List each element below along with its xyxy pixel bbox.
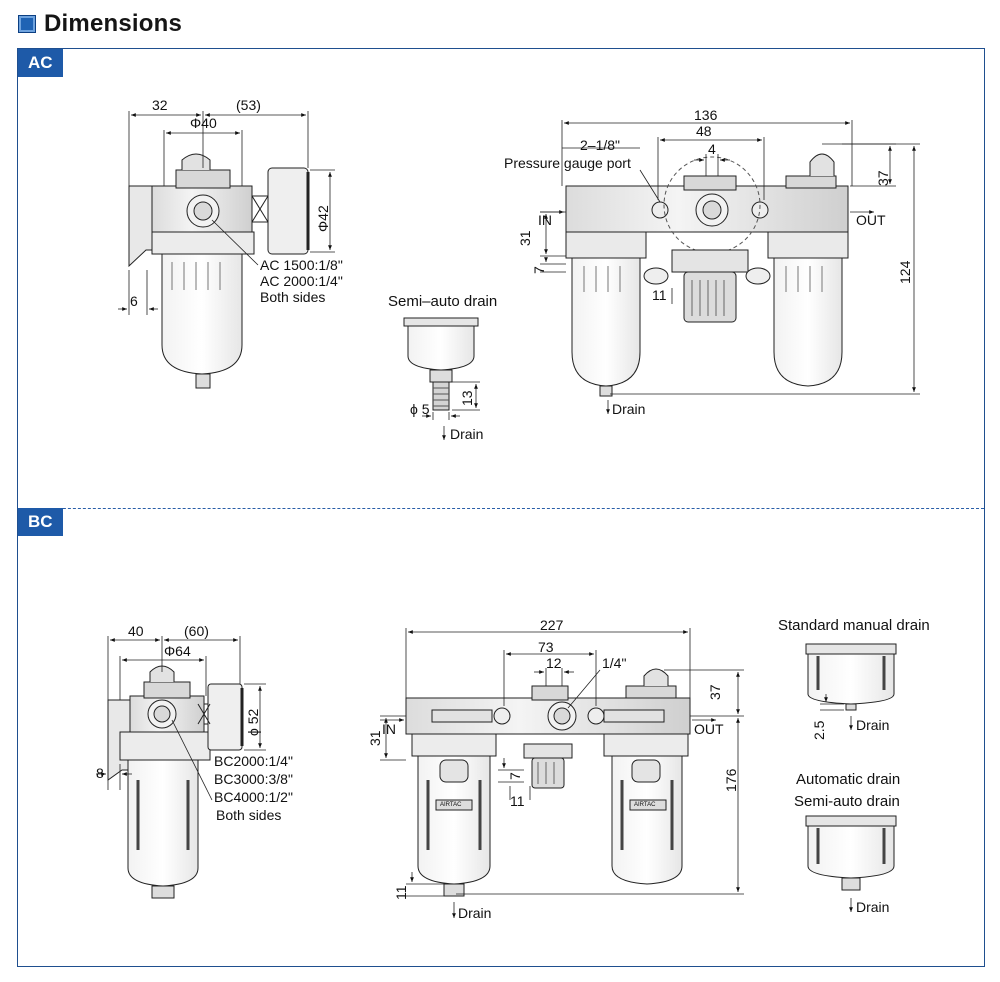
ac-semi-drain: Drain [450, 426, 483, 442]
ac-semi-auto-drain [403, 317, 479, 411]
bc-dim-7: 7 [507, 772, 523, 780]
ac-dim-2-18: 2–1/8" [580, 137, 620, 153]
bc-dim-11a: 11 [510, 793, 525, 809]
bc-dim-14: 1/4" [602, 655, 626, 671]
bc-port-line4: Both sides [216, 807, 281, 823]
bc-auto-drain-label: Drain [856, 899, 889, 915]
bc-dim-8: 8 [96, 765, 104, 781]
bc-auto-drain-title1: Automatic drain [796, 771, 900, 788]
ac-dim-d42: Φ42 [315, 205, 331, 232]
ac-side-view [128, 153, 310, 389]
ac-pressure-port: Pressure gauge port [504, 155, 631, 171]
bc-dim-d64: Φ64 [164, 643, 191, 659]
ac-port-line2: AC 2000:1/4" [260, 273, 343, 289]
ac-in-label: IN [538, 212, 552, 228]
bc-auto-drain-title2: Semi-auto drain [794, 793, 900, 810]
bc-front-drain: Drain [458, 905, 491, 921]
bc-port-line3: BC4000:1/2" [214, 789, 293, 805]
bc-dim-12: 12 [546, 655, 562, 671]
bc-dim-40: 40 [128, 623, 144, 639]
bc-auto-drain [805, 815, 897, 891]
dimensions-frame [17, 48, 985, 967]
ac-dim-d5: ϕ 5 [410, 401, 430, 417]
bc-dim-176: 176 [723, 768, 739, 792]
bc-front-dimensions [380, 628, 744, 918]
bc-dim-227: 227 [540, 617, 564, 633]
bc-port-line2: BC3000:3/8" [214, 771, 293, 787]
ac-dim-37: 37 [875, 170, 891, 186]
ac-port-line3: Both sides [260, 289, 325, 305]
ac-front-dimensions [540, 120, 920, 414]
ac-dim-6: 6 [130, 293, 138, 309]
bc-side-view [107, 665, 244, 899]
bc-in-label: IN [382, 721, 396, 737]
ac-dim-136: 136 [694, 107, 718, 123]
ac-out-label: OUT [856, 212, 886, 228]
ac-side-dimensions [118, 111, 335, 315]
ac-dim-11: 11 [652, 287, 667, 303]
bc-front-view [405, 668, 691, 897]
ac-dim-53: (53) [236, 97, 261, 113]
ac-dim-13: 13 [459, 390, 475, 406]
bc-dim-2-5: 2.5 [811, 720, 827, 740]
bc-dim-60: (60) [184, 623, 209, 639]
bc-side-dimensions [96, 636, 266, 801]
ac-dim-32: 32 [152, 97, 168, 113]
bc-dim-73: 73 [538, 639, 554, 655]
ac-dim-d40: Φ40 [190, 115, 217, 131]
ac-semi-auto-title: Semi–auto drain [388, 293, 497, 310]
bc-right-logo: AIRTAC [634, 802, 656, 808]
bc-section-tag: BC [18, 508, 63, 536]
ac-dim-4: 4 [708, 141, 716, 157]
bc-dim-37: 37 [707, 684, 723, 700]
bc-left-logo: AIRTAC [440, 802, 462, 808]
bc-out-label: OUT [694, 721, 724, 737]
section-header: Dimensions [18, 8, 182, 40]
section-divider [18, 508, 984, 509]
ac-dim-124: 124 [897, 260, 913, 284]
ac-dim-7: 7 [531, 266, 547, 274]
bc-dim-11b: 11 [393, 885, 409, 900]
bc-dim-d52: ϕ 52 [245, 708, 261, 736]
ac-front-drain: Drain [612, 401, 645, 417]
bc-manual-drain-title: Standard manual drain [778, 617, 930, 634]
square-bullet-icon [18, 15, 36, 33]
bc-dim-31: 31 [367, 730, 383, 746]
bc-manual-drain-label: Drain [856, 717, 889, 733]
ac-dim-48: 48 [696, 123, 712, 139]
page-title: Dimensions [44, 10, 183, 37]
ac-port-line1: AC 1500:1/8" [260, 257, 343, 273]
bc-port-line1: BC2000:1/4" [214, 753, 293, 769]
ac-dim-31: 31 [517, 230, 533, 246]
ac-section-tag: AC [18, 49, 63, 77]
ac-front-view [565, 153, 849, 397]
bc-manual-drain [805, 643, 897, 711]
